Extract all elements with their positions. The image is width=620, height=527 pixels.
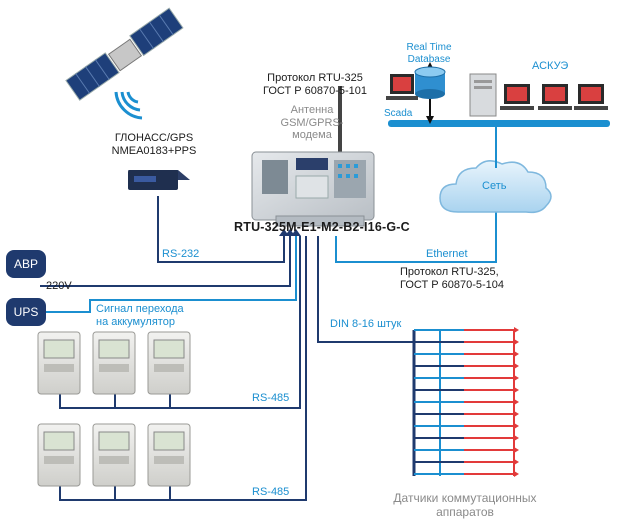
protocol-bottom-line2: ГОСТ Р 60870-5-104	[400, 278, 505, 291]
ups-signal-line	[40, 236, 297, 313]
ups-signal-label: Сигнал перехода на аккумулятор	[96, 303, 184, 328]
antenna-label-line2: GSM/GPRS-	[280, 116, 344, 129]
workstation-icon	[574, 84, 608, 110]
meter-icon	[147, 331, 191, 395]
scada-workstation-icon	[386, 74, 418, 100]
sensors-label-line1: Датчики коммутационных	[393, 491, 537, 505]
gps-label-line2: NMEA0183+PPS	[111, 144, 197, 157]
meter-icon	[147, 423, 191, 487]
ethernet-cable	[335, 196, 497, 263]
rs485-bottom-bus	[59, 236, 307, 501]
avr-box: АВР	[6, 250, 46, 278]
workstation-icon	[500, 84, 534, 110]
rs232-cable	[157, 196, 285, 263]
sensors-label-line2: аппаратов	[436, 504, 494, 519]
ups-signal-line1: Сигнал перехода	[96, 303, 184, 315]
protocol-top-label: Протокол RTU-325 ГОСТ Р 60870-5-101	[255, 72, 375, 97]
antenna-label-line1: Антенна	[290, 104, 334, 116]
meter-icon	[92, 331, 136, 395]
sensors-label: Датчики коммутационных аппаратов	[370, 491, 560, 520]
network-label: Сеть	[482, 180, 507, 192]
rs485-top-label: RS-485	[252, 392, 290, 404]
device-model-label: RTU-325M-E1-M2-B2-I16-G-C	[234, 220, 410, 234]
ups-box: UPS	[6, 298, 46, 326]
power-cable	[60, 236, 291, 287]
rs485-top-bus	[59, 236, 301, 409]
database-label-line1: Real Time	[406, 42, 452, 53]
rtu-device-icon	[251, 86, 375, 227]
askue-label: АСКУЭ	[532, 60, 569, 72]
database-icon	[414, 66, 446, 99]
rs485-bottom-label: RS-485	[252, 486, 290, 498]
meter-icon	[92, 423, 136, 487]
sensor-ladder	[412, 327, 519, 477]
voltage-label: 220V	[46, 280, 72, 292]
satellite-icon	[65, 7, 184, 120]
meter-icon	[37, 331, 81, 395]
din-label: DIN 8-16 штук	[330, 318, 402, 330]
antenna-label-line3: модема	[292, 129, 332, 142]
gps-label-line1: ГЛОНАСС/GPS	[114, 132, 194, 144]
rs232-label: RS-232	[162, 248, 200, 260]
cloud-icon	[439, 160, 552, 214]
server-tower-icon	[469, 73, 497, 117]
protocol-top-line1: Протокол RTU-325	[267, 72, 363, 84]
gps-receiver-icon	[128, 170, 190, 190]
meter-icon	[37, 423, 81, 487]
scada-label: Scada	[384, 108, 413, 119]
server-bus	[388, 120, 610, 127]
protocol-bottom-label: Протокол RTU-325, ГОСТ Р 60870-5-104	[400, 266, 504, 291]
antenna-label: Антенна GSM/GPRS- модема	[272, 104, 352, 142]
database-label-line2: Database	[407, 53, 451, 65]
database-label: Real Time Database	[392, 42, 466, 65]
workstation-icon	[538, 84, 572, 110]
protocol-bottom-line1: Протокол RTU-325,	[400, 266, 499, 278]
din-bus	[317, 236, 414, 343]
protocol-top-line2: ГОСТ Р 60870-5-101	[262, 84, 368, 97]
ethernet-label: Ethernet	[426, 248, 468, 260]
gps-label: ГЛОНАСС/GPS NMEA0183+PPS	[104, 132, 204, 157]
ups-signal-line2: на аккумулятор	[96, 315, 175, 328]
